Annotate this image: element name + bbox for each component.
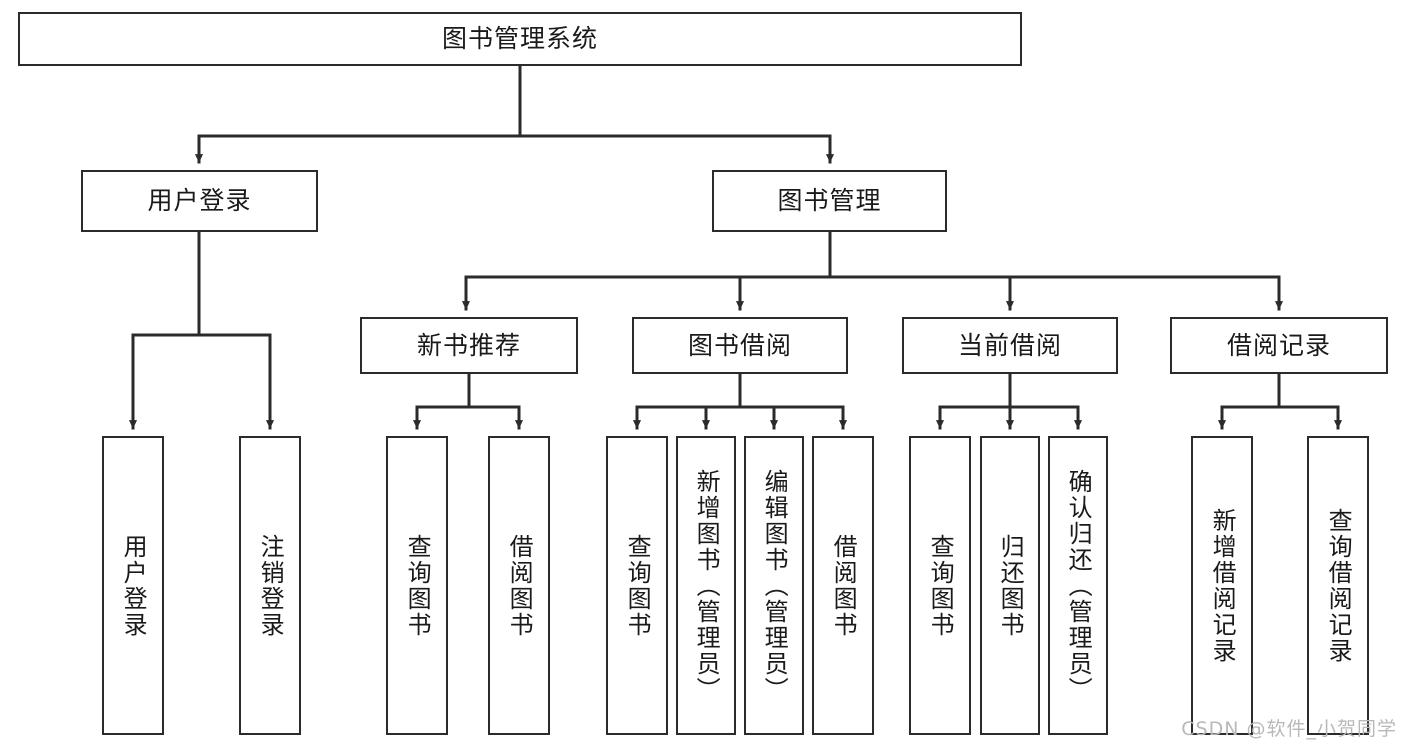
node-new-book-rec[interactable]: 新书推荐 [360, 317, 578, 374]
node-leaf-confirm-return[interactable]: 确认归还（管理员） [1048, 436, 1108, 735]
node-leaf-borrow-book-1-label: 借阅图书 [505, 533, 534, 638]
node-book-borrow-label: 图书借阅 [687, 330, 792, 360]
node-user-login[interactable]: 用户登录 [81, 170, 318, 232]
node-leaf-return-book-label: 归还图书 [996, 533, 1025, 638]
node-user-login-label: 用户登录 [147, 186, 252, 216]
node-leaf-borrow-book-2[interactable]: 借阅图书 [812, 436, 874, 735]
node-book-borrow[interactable]: 图书借阅 [632, 317, 848, 374]
node-leaf-edit-book-label: 编辑图书（管理员） [760, 468, 789, 703]
node-leaf-user-logout[interactable]: 注销登录 [239, 436, 301, 735]
node-leaf-query-book-1-label: 查询图书 [403, 533, 432, 638]
node-root-label: 图书管理系统 [441, 24, 598, 54]
node-leaf-return-book[interactable]: 归还图书 [980, 436, 1040, 735]
node-leaf-add-book[interactable]: 新增图书（管理员） [676, 436, 736, 735]
node-book-manage-label: 图书管理 [777, 186, 882, 216]
node-leaf-user-login-label: 用户登录 [119, 533, 148, 638]
node-leaf-query-book-2-label: 查询图书 [623, 533, 652, 638]
node-leaf-add-record-label: 新增借阅记录 [1208, 507, 1237, 664]
node-root[interactable]: 图书管理系统 [18, 12, 1022, 66]
node-borrow-record[interactable]: 借阅记录 [1170, 317, 1388, 374]
node-leaf-borrow-book-2-label: 借阅图书 [829, 533, 858, 638]
node-borrow-record-label: 借阅记录 [1226, 330, 1331, 360]
node-leaf-query-record[interactable]: 查询借阅记录 [1307, 436, 1369, 735]
node-leaf-query-book-3[interactable]: 查询图书 [909, 436, 971, 735]
node-leaf-confirm-return-label: 确认归还（管理员） [1064, 468, 1093, 703]
node-leaf-user-login[interactable]: 用户登录 [102, 436, 164, 735]
node-new-book-rec-label: 新书推荐 [416, 330, 521, 360]
node-current-borrow[interactable]: 当前借阅 [902, 317, 1118, 374]
node-leaf-edit-book[interactable]: 编辑图书（管理员） [744, 436, 804, 735]
node-leaf-user-logout-label: 注销登录 [256, 533, 285, 638]
node-leaf-add-book-label: 新增图书（管理员） [692, 468, 721, 703]
node-leaf-query-book-2[interactable]: 查询图书 [606, 436, 668, 735]
node-leaf-borrow-book-1[interactable]: 借阅图书 [488, 436, 550, 735]
node-leaf-query-book-3-label: 查询图书 [926, 533, 955, 638]
node-current-borrow-label: 当前借阅 [957, 330, 1062, 360]
node-leaf-add-record[interactable]: 新增借阅记录 [1191, 436, 1253, 735]
node-book-manage[interactable]: 图书管理 [712, 170, 947, 232]
node-leaf-query-book-1[interactable]: 查询图书 [386, 436, 448, 735]
node-leaf-query-record-label: 查询借阅记录 [1324, 507, 1353, 664]
